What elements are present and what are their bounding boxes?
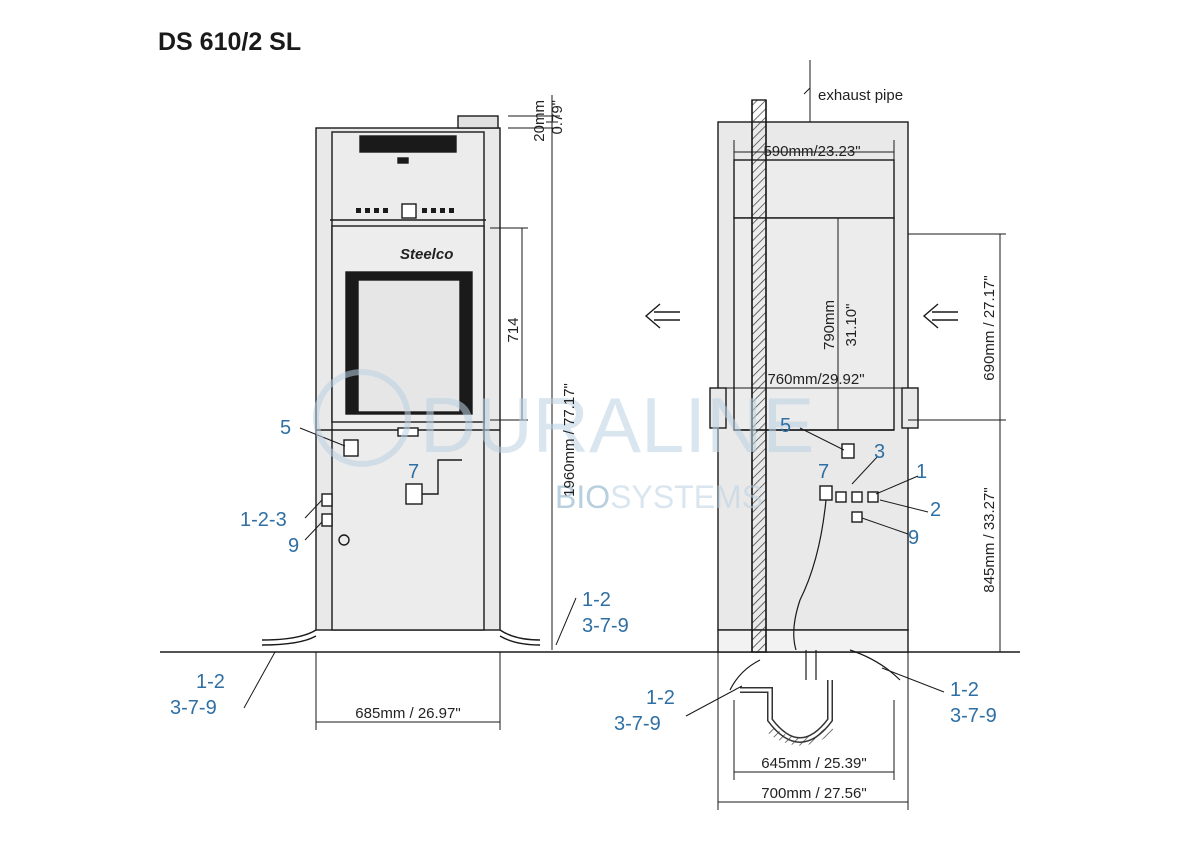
front-display-strip — [359, 135, 457, 153]
dim-590: 590mm/23.23" — [763, 143, 860, 160]
callout-front-5: 5 — [280, 417, 291, 439]
callout-front-9: 9 — [288, 535, 299, 557]
dim-690: 690mm / 27.17" — [981, 275, 998, 380]
callout-front-floor-r2: 3-7-9 — [582, 615, 629, 637]
flow-arrows — [644, 303, 958, 329]
watermark: DURALINE BIOSYSTEMS — [313, 369, 814, 515]
callout-side-left-2: 3-7-9 — [614, 713, 661, 735]
dim-714: 714 — [505, 317, 522, 342]
dim-0-79in: 0.79" — [549, 100, 566, 135]
watermark-sub: BIOSYSTEMS — [555, 479, 763, 515]
dim-20mm: 20mm — [531, 100, 548, 142]
callout-side-right-1: 1-2 — [950, 679, 979, 701]
callout-front-7: 7 — [408, 461, 419, 483]
callout-side-7: 7 — [818, 461, 829, 483]
callout-side-5: 5 — [780, 415, 791, 437]
callout-front-floor-r1: 1-2 — [582, 589, 611, 611]
side-view — [685, 60, 1006, 810]
callout-side-2: 2 — [930, 499, 941, 521]
exhaust-pipe — [751, 99, 767, 653]
callout-side-left-1: 1-2 — [646, 687, 675, 709]
control-buttons — [356, 208, 454, 213]
brand-logo: Steelco — [400, 246, 453, 263]
exhaust-pipe-label: exhaust pipe — [818, 87, 903, 104]
watermark-text: DURALINE — [420, 381, 814, 469]
callout-side-1: 1 — [916, 461, 927, 483]
callout-front-floor-l2: 3-7-9 — [170, 697, 217, 719]
dim-1960: 1960mm / 77.17" — [561, 383, 578, 497]
dim-685: 685mm / 26.97" — [355, 705, 460, 722]
callout-front-floor-l1: 1-2 — [196, 671, 225, 693]
dim-845: 845mm / 33.27" — [981, 487, 998, 592]
callout-side-9: 9 — [908, 527, 919, 549]
dim-31-10in: 31.10" — [843, 304, 860, 347]
dim-790mm: 790mm — [821, 300, 838, 350]
dim-700: 700mm / 27.56" — [761, 785, 866, 802]
callout-side-3: 3 — [874, 441, 885, 463]
dim-645: 645mm / 25.39" — [761, 755, 866, 772]
front-view — [160, 95, 1020, 730]
callout-front-1-2-3: 1-2-3 — [240, 509, 287, 531]
dim-760: 760mm/29.92" — [767, 371, 864, 388]
drawing-title: DS 610/2 SL — [158, 28, 302, 56]
callout-side-right-2: 3-7-9 — [950, 705, 997, 727]
